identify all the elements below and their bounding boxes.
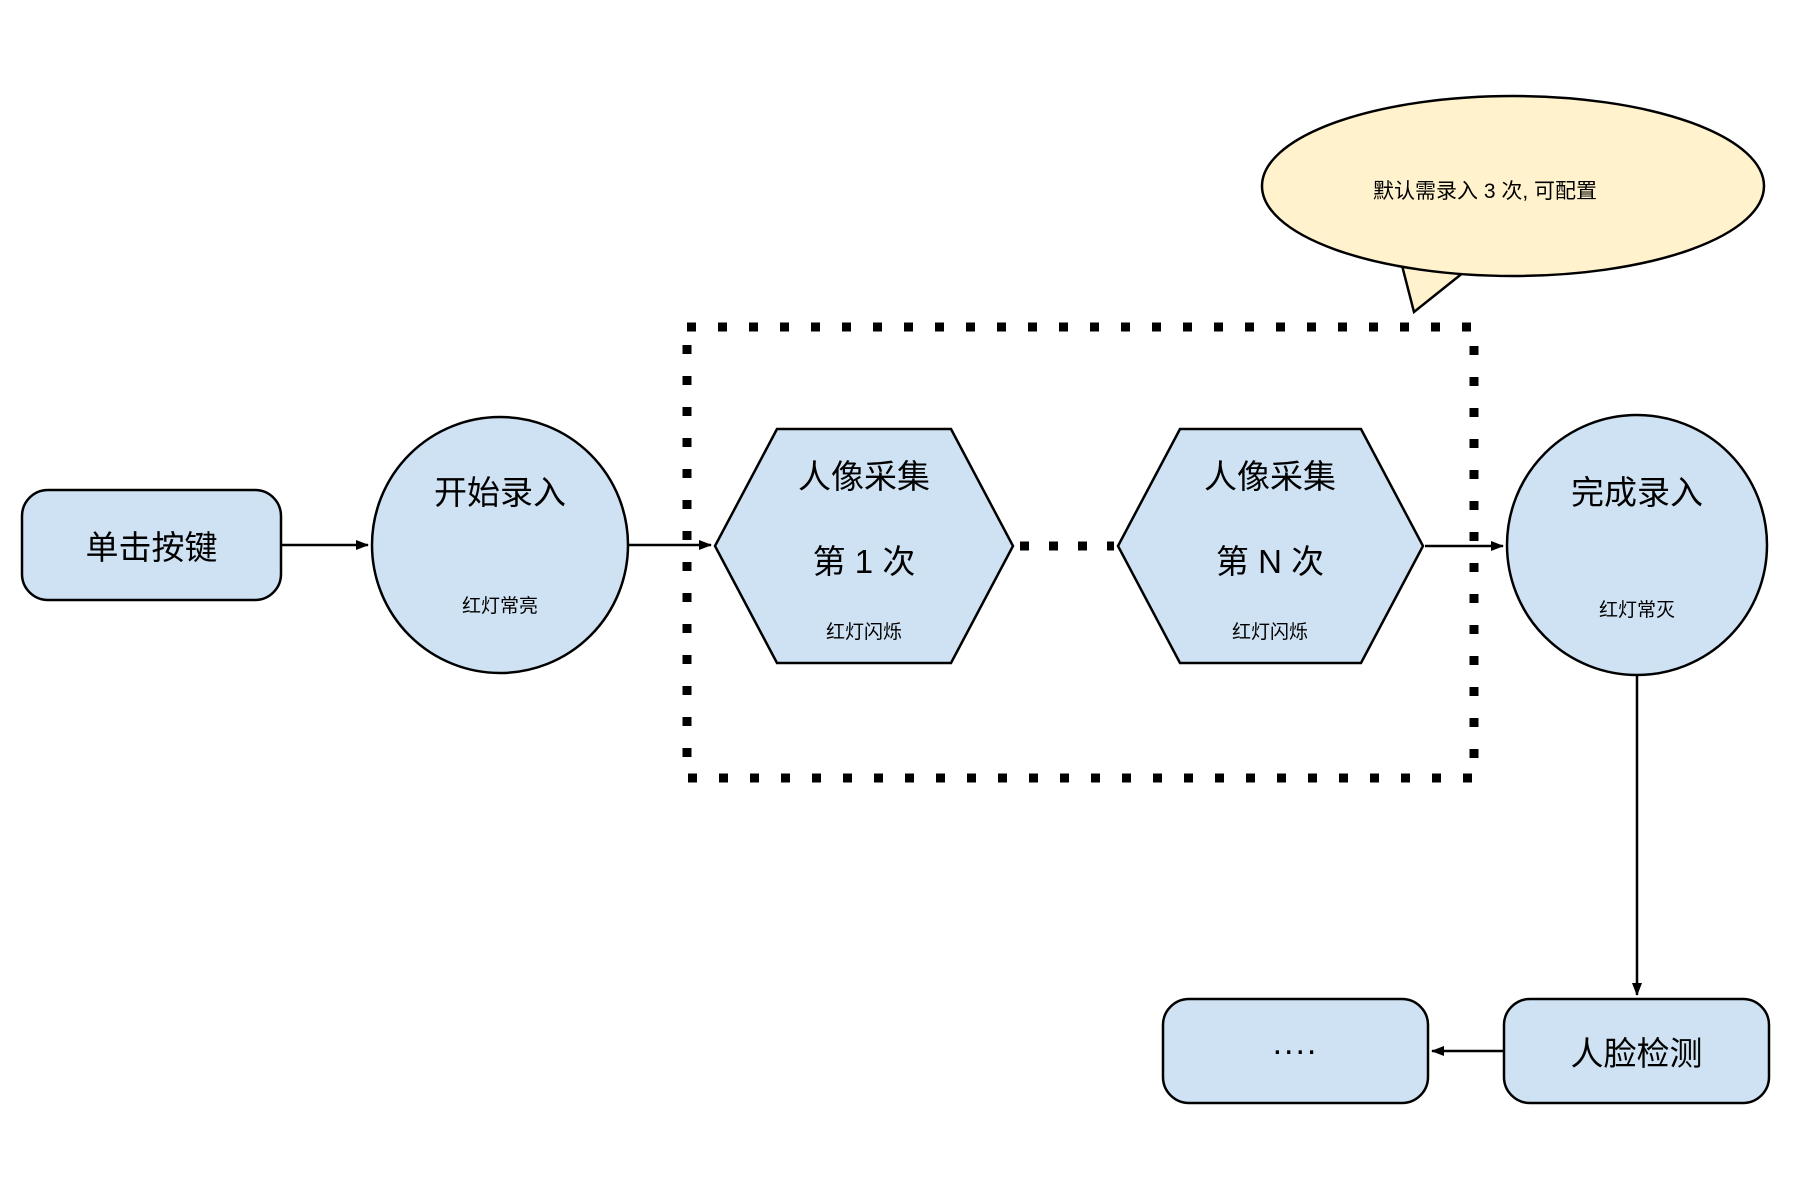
capture-first-subtitle: 红灯闪烁: [825, 621, 902, 643]
finish-enroll-subtitle: 红灯常灭: [1598, 599, 1675, 621]
face-detect-label: 人脸检测: [1570, 1035, 1703, 1072]
node-capture-first: [713, 427, 1015, 665]
start-enroll-title: 开始录入: [434, 474, 566, 511]
node-start-enroll: [370, 415, 630, 675]
node-more-steps: [1161, 997, 1430, 1105]
callout-text: 默认需录入 3 次, 可配置: [1372, 180, 1598, 203]
finish-enroll-title: 完成录入: [1571, 474, 1703, 511]
node-finish-enroll: [1505, 413, 1769, 677]
capture-first-title: 人像采集: [798, 458, 930, 495]
capture-first-count: 第 1 次: [812, 543, 916, 580]
start-enroll-subtitle: 红灯常亮: [461, 595, 538, 617]
node-capture-nth: [1116, 427, 1425, 665]
more-steps-label: ....: [1272, 1023, 1319, 1062]
callout-bubble: [1260, 94, 1766, 278]
click-button-label: 单击按键: [85, 529, 218, 566]
capture-nth-title: 人像采集: [1204, 458, 1336, 495]
capture-nth-count: 第 N 次: [1215, 543, 1325, 580]
capture-nth-subtitle: 红灯闪烁: [1231, 621, 1308, 643]
